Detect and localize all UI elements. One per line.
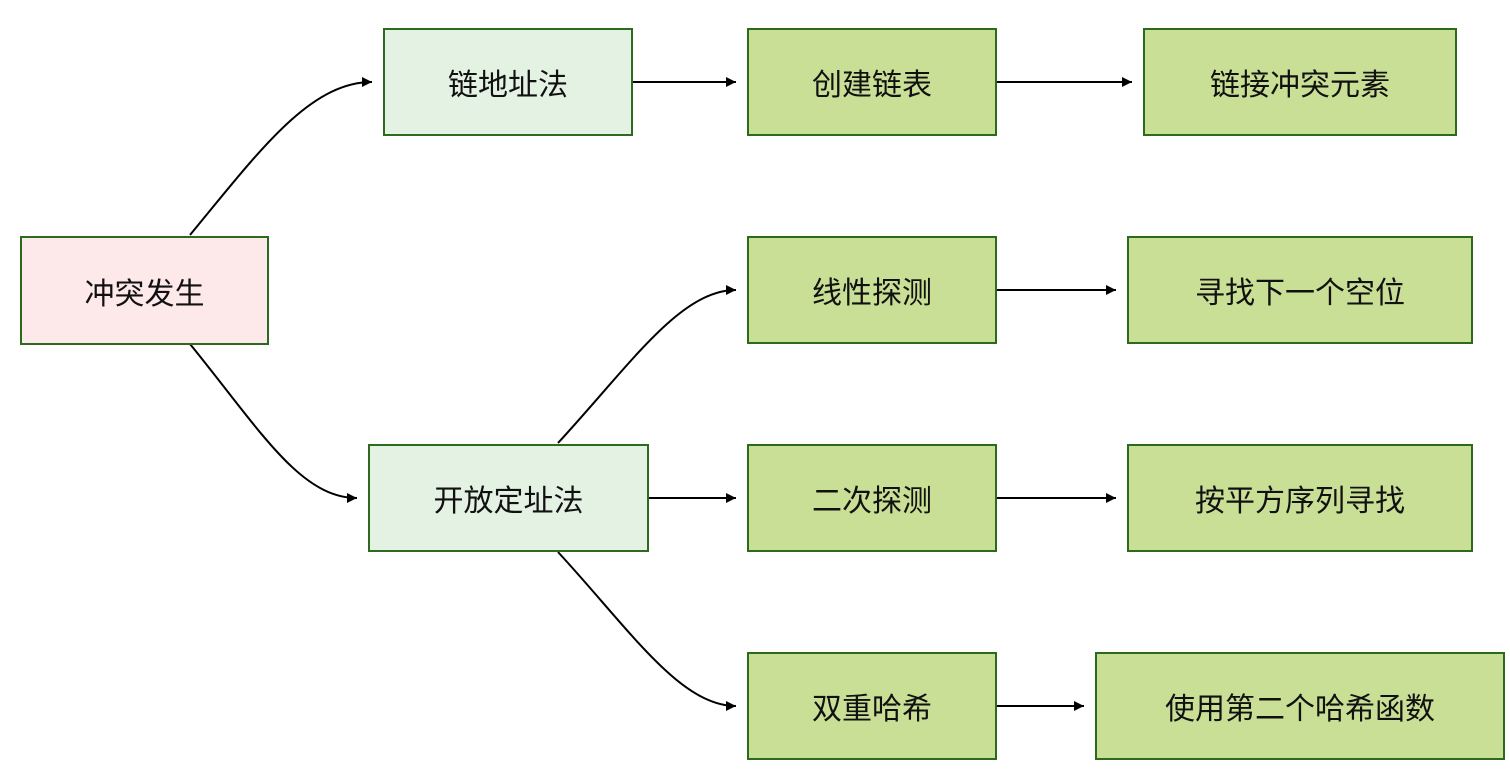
edge-root-to-open-addressing bbox=[189, 343, 358, 503]
node-collision-occurs: 冲突发生 bbox=[20, 236, 269, 345]
node-linear-probing: 线性探测 bbox=[747, 236, 997, 344]
node-link-colliding-elements: 链接冲突元素 bbox=[1143, 28, 1457, 136]
node-quadratic-probing: 二次探测 bbox=[747, 444, 997, 552]
node-double-hashing: 双重哈希 bbox=[747, 652, 997, 760]
node-open-addressing: 开放定址法 bbox=[368, 444, 649, 552]
node-chaining: 链地址法 bbox=[383, 28, 633, 136]
node-create-linked-list: 创建链表 bbox=[747, 28, 997, 136]
edge-root-to-chaining bbox=[189, 77, 373, 236]
node-use-second-hash-function: 使用第二个哈希函数 bbox=[1095, 652, 1505, 760]
edge-open-addressing-to-double-hash bbox=[557, 551, 737, 711]
edge-open-addressing-to-linear-probe bbox=[557, 285, 737, 444]
node-find-next-empty-slot: 寻找下一个空位 bbox=[1127, 236, 1473, 344]
node-search-square-sequence: 按平方序列寻找 bbox=[1127, 444, 1473, 552]
